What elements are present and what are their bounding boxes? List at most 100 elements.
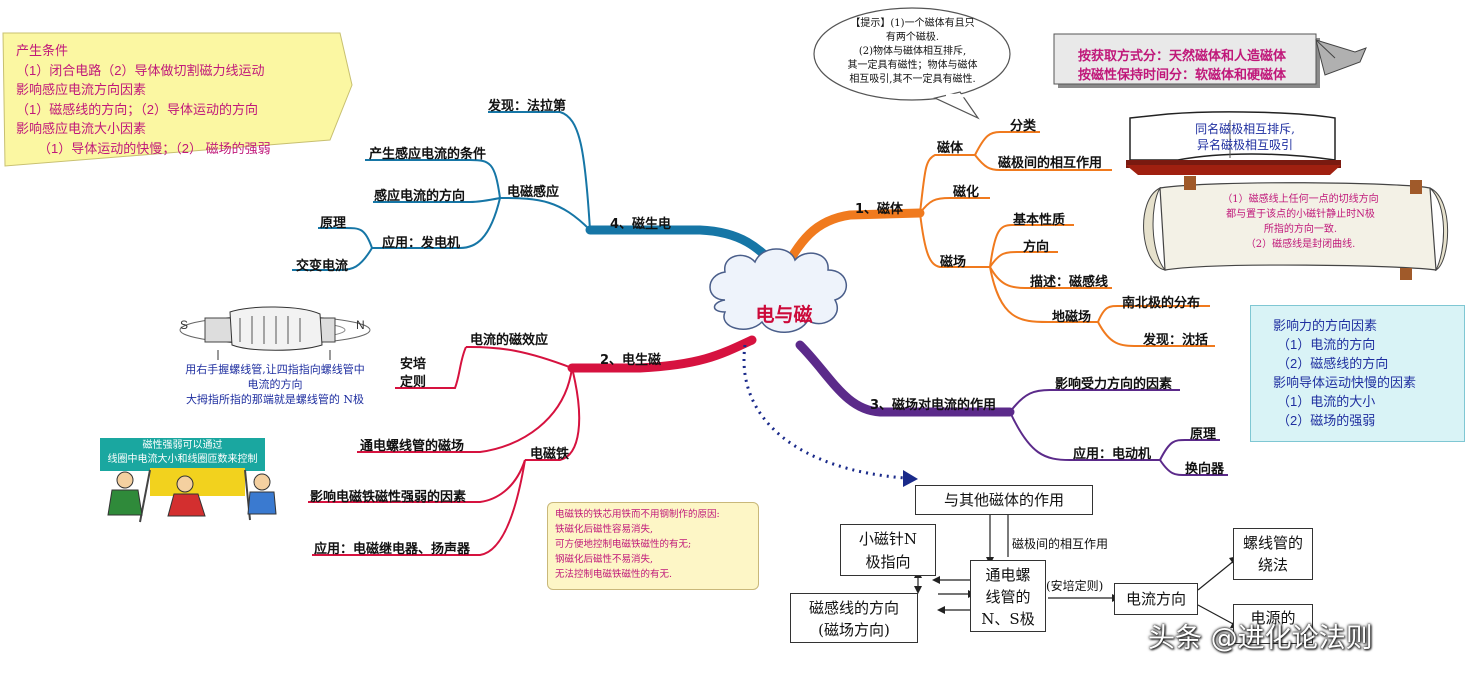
solenoid-hand-graphic [179,306,371,360]
iron-line-4: 钢磁化后磁性不易消失, [555,554,654,565]
force-line-2: （1）电流的方向 [1277,337,1376,352]
pencil-graphic [1053,33,1367,88]
hand-line-3: 大拇指所指的那端就是螺线管的 N极 [185,393,365,406]
flow-winding-line-1: 螺线管的 [1242,534,1303,552]
flow-box-lines: 磁感线的方向 (磁场方向) [790,593,918,643]
scroll-line-4: （2）磁感线是封闭曲线. [1245,239,1356,250]
speech-line-3: (2)物体与磁体相互排斥, [858,46,967,57]
hand-caption: 用右手握螺线管,让四指指向螺线管中 电流的方向 大拇指所指的那端就是螺线管的 N… [165,362,385,407]
node-fangxiang: 方向 [1023,240,1050,255]
branch-4-label: 4、磁生电 [610,217,672,232]
node-citi: 磁体 [937,141,964,156]
flow-other-text: 与其他磁体的作用 [943,491,1064,509]
node-jibenxingzhi: 基本性质 [1013,213,1066,228]
iron-line-3: 可方便地控制电磁铁磁性的有无; [555,539,692,550]
book-line-1: 同名磁极相互排斥, [1195,122,1295,136]
node-cihua: 磁化 [953,185,980,200]
node-yingyong-relay: 应用：电磁继电器、扬声器 [314,542,471,557]
flow-power-line-1: 电源的 [1250,609,1296,627]
classify-note: 按获取方式分：天然磁体和人造磁体 按磁性保持时间分：软磁体和硬磁体 [1078,47,1286,85]
flow-needle-line-1: 小磁针N [858,530,918,548]
node-faxian-shenkuo: 发现：沈括 [1143,333,1209,348]
yellow-line-3: 影响感应电流方向因素 [16,82,147,97]
branch-1-label: 1、磁体 [855,202,904,217]
flow-current-text: 电流方向 [1125,590,1186,608]
node-yingyong-generator: 应用：发电机 [382,236,461,251]
node-xianghu: 磁极间的相互作用 [998,156,1103,171]
node-ganying-fangxiang: 感应电流的方向 [374,189,466,204]
node-cichang: 磁场 [940,255,967,270]
magnet-s-label: S [180,318,189,332]
classify-line-2: 按磁性保持时间分：软磁体和硬磁体 [1078,68,1287,83]
branch-2-trunk [567,335,757,373]
node-dicichang: 地磁场 [1052,310,1092,325]
scroll-graphic [1143,176,1449,280]
yellow-line-6: （1）导体运动的快慢；（2） 磁场的强弱 [38,140,271,156]
flow-solenoid-line-1: 通电螺 [985,566,1031,584]
flow-solenoid-line-2: 线管的 [985,588,1031,606]
node-diancitie: 电磁铁 [530,447,570,462]
book-graphic [1126,111,1341,175]
scroll-line-2: 都与置于该点的小磁针静止时N极 [1226,209,1375,220]
force-line-3: （2）磁感线的方向 [1277,356,1389,371]
hand-line-1: 用右手握螺线管,让四指指向螺线管中 [185,363,365,376]
force-note: 影响力的方向因素 （1）电流的方向 （2）磁感线的方向 影响导体运动快慢的因素 … [1250,305,1465,442]
node-anpei-2: 定则 [400,375,427,390]
yellow-line-5: 影响感应电流大小因素 [16,121,147,136]
node-cixiaoying: 电流的磁效应 [470,333,549,348]
force-line-1: 影响力的方向因素 [1273,318,1378,333]
people-caption: 磁性强弱可以通过 线圈中电流大小和线圈匝数来控制 [100,439,265,467]
branch-3-label: 3、磁场对电流的作用 [870,398,997,413]
node-anpei-1: 安培 [400,357,427,372]
people-line-2: 线圈中电流大小和线圈匝数来控制 [107,454,258,465]
flow-lines-line-2: (磁场方向) [818,621,890,639]
flow-box-solenoid: 通电螺 线管的 N、S极 [970,560,1046,632]
iron-line-2: 铁磁化后磁性容易消失, [555,524,654,535]
flow-box-power: 电源的 [1233,604,1313,644]
branch-1-lines [919,131,1215,347]
flow-box-needle: 小磁针N 极指向 [840,524,936,576]
flow-box-current: 电流方向 [1114,583,1198,615]
branch-3-lines [1009,389,1228,476]
speech-line-1: 【提示】(1)一个磁体有且只 [850,18,975,29]
flow-winding-line-2: 绕法 [1257,556,1288,574]
flow-solenoid-line-3: N、S极 [981,610,1035,628]
node-fenlei: 分类 [1010,119,1037,134]
node-diancigan: 电磁感应 [507,185,560,200]
speech-note: 【提示】(1)一个磁体有且只 有两个磁极. (2)物体与磁体相互排斥, 其一定具… [830,17,995,87]
watermark: 头条 @进化论法则 [1148,623,1373,654]
force-line-6: （2）磁场的强弱 [1277,413,1376,428]
iron-note: 电磁铁的铁芯用铁而不用钢制作的原因: 铁磁化后磁性容易消失, 可方便地控制电磁铁… [547,502,759,590]
speech-bubble [813,7,1011,101]
node-qiangruo: 影响电磁铁磁性强弱的因素 [310,490,467,505]
node-luoxian: 通电螺线管的磁场 [360,439,465,454]
flow-lines-line-1: 磁感线的方向 [808,599,899,617]
dotted-arrow [742,344,906,480]
branch-2-label: 2、电生磁 [600,353,662,368]
node-faxian-faraday: 发现：法拉第 [488,99,567,114]
flow-ampere-label: (安培定则) [1046,579,1104,593]
scroll-line-3: 所指的方向一致. [1263,224,1338,235]
center-title: 电与磁 [755,304,813,326]
magnet-n-label: N [356,318,365,332]
iron-line-1: 电磁铁的铁芯用铁而不用钢制作的原因: [555,509,720,520]
branch-4-lines [292,111,591,271]
branch-2-lines [308,346,581,556]
force-line-5: （1）电流的大小 [1277,394,1376,409]
scroll-line-1: （1）磁感线上任何一点的切线方向 [1222,194,1379,205]
book-note: 同名磁极相互排斥, 异名磁极相互吸引 [1170,121,1320,153]
center-cloud [709,248,848,333]
speech-line-4: 其一定具有磁性；物体与磁体 [847,60,978,71]
flow-box-other: 与其他磁体的作用 [915,485,1093,515]
yellow-line-4: （1）磁感线的方向；（2）导体运动的方向 [16,101,258,117]
flow-needle-line-2: 极指向 [865,553,911,571]
branch-3-trunk [795,340,1015,417]
classify-line-1: 按获取方式分：天然磁体和人造磁体 [1078,49,1287,64]
book-line-2: 异名磁极相互吸引 [1196,138,1293,152]
flow-box-winding: 螺线管的 绕法 [1233,528,1313,580]
scroll-note: （1）磁感线上任何一点的切线方向 都与置于该点的小磁针静止时N极 所指的方向一致… [1208,192,1393,252]
speech-line-2: 有两个磁极. [885,32,940,43]
node-nanbeiji: 南北极的分布 [1122,296,1201,311]
